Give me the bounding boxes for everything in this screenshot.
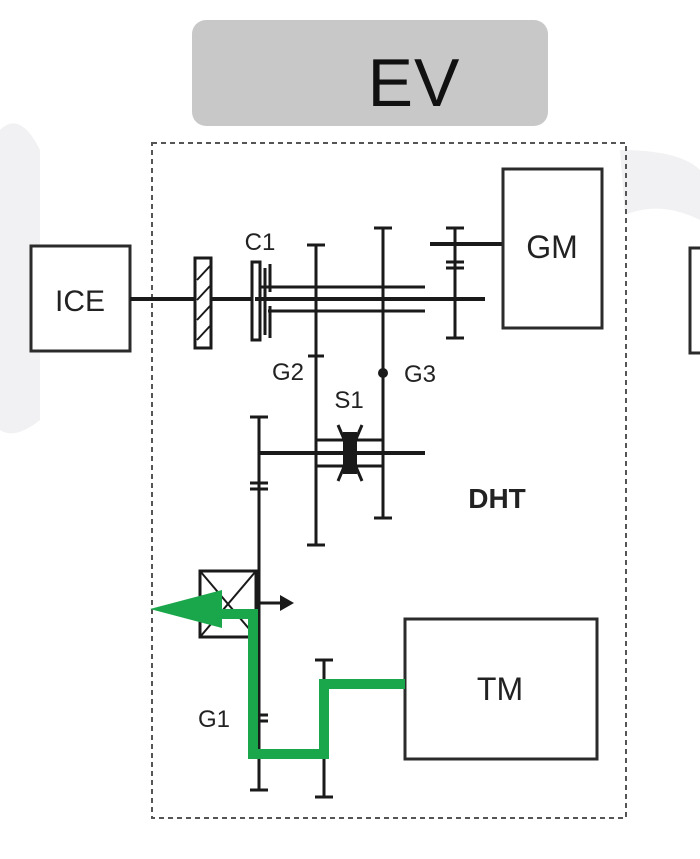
ice-engine-block: ICE xyxy=(29,244,132,353)
torsional-damper xyxy=(193,256,213,350)
dht-boundary xyxy=(151,142,627,819)
dht-label: DHT xyxy=(468,483,526,514)
clutch-c1: C1 xyxy=(245,229,276,342)
synchronizer-s1: S1 xyxy=(260,387,425,482)
mode-title: EV xyxy=(367,45,461,121)
g1-label: G1 xyxy=(198,706,230,733)
s1-label: S1 xyxy=(334,387,363,414)
c1-label: C1 xyxy=(245,229,276,256)
generator-motor-block: GM xyxy=(501,167,604,330)
ice-label: ICE xyxy=(55,285,105,318)
ev-power-flow-path xyxy=(150,590,405,759)
g3-label: G3 xyxy=(404,361,436,388)
tm-label: TM xyxy=(477,671,523,707)
traction-motor-block: TM xyxy=(403,617,599,761)
gm-label: GM xyxy=(526,229,578,265)
mode-title-badge: EV xyxy=(192,20,548,126)
g2-label: G2 xyxy=(272,359,304,386)
